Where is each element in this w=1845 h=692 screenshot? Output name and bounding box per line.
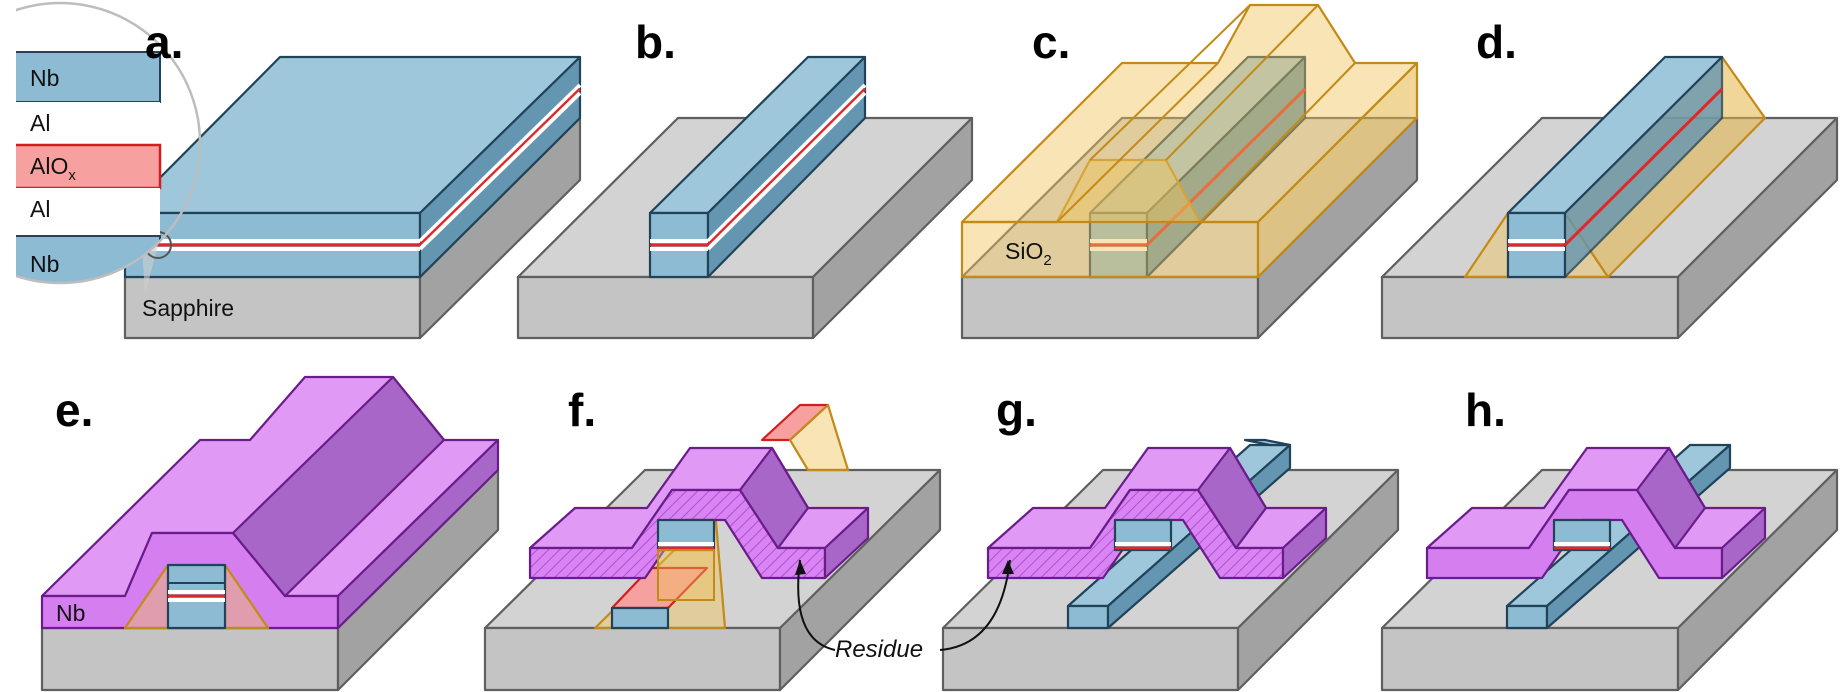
panel-b-letter: b. <box>635 16 676 68</box>
inset-outline <box>0 1 202 285</box>
inset-alox-sub: x <box>68 167 76 184</box>
panel-f-letter: f. <box>568 384 596 436</box>
panel-a: Sapphire Nb Al AlOx Al Nb a. <box>0 0 582 340</box>
oxide-label: SiO2 <box>1005 238 1052 269</box>
panel-e: Nb e. <box>40 375 500 692</box>
inset-al-bottom: Al <box>30 196 50 222</box>
panel-e-letter: e. <box>55 384 93 436</box>
oxide-label-base: SiO <box>1005 238 1043 264</box>
layer-inset <box>0 3 162 283</box>
panel-g: g. <box>939 384 1400 692</box>
wiring-side <box>336 438 500 630</box>
wiring-ridge-side <box>231 375 446 598</box>
panel-c-letter: c. <box>1032 16 1070 68</box>
inset-nb-top: Nb <box>30 65 59 91</box>
panel-h-letter: h. <box>1465 384 1506 436</box>
panel-f: f. <box>483 384 942 692</box>
substrate-label: Sapphire <box>142 295 234 321</box>
panel-a-letter: a. <box>145 16 183 68</box>
oxide-side <box>1256 61 1419 279</box>
inset-al-top: Al <box>30 110 50 136</box>
residue-arrow-g <box>939 559 1011 651</box>
panel-h: h. <box>1380 384 1839 692</box>
inset-nb-bottom: Nb <box>30 251 59 277</box>
panel-b: b. <box>516 16 974 340</box>
oxide-label-sub: 2 <box>1043 252 1051 269</box>
residue-label: Residue <box>835 636 923 663</box>
panel-d-letter: d. <box>1476 16 1517 68</box>
panel-d: d. <box>1380 16 1839 340</box>
inset-alox: AlOx <box>30 153 76 184</box>
residue-arrow-f <box>797 559 836 651</box>
wiring-label: Nb <box>56 600 85 626</box>
inset-alox-base: AlO <box>30 153 68 179</box>
panel-c: SiO2 c. <box>960 3 1419 340</box>
panel-g-letter: g. <box>996 384 1037 436</box>
